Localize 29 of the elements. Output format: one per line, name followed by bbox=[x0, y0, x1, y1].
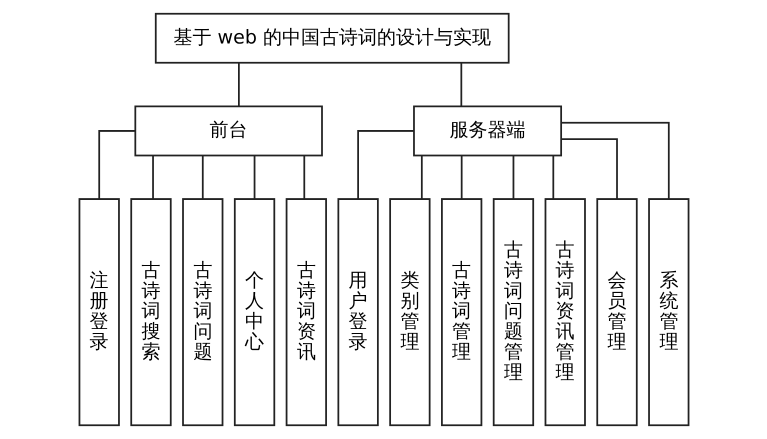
node-box: 古诗词管理 bbox=[440, 198, 482, 426]
connector bbox=[253, 156, 255, 199]
node-box: 系统管理 bbox=[648, 198, 689, 426]
node-box: 注册登录 bbox=[78, 198, 120, 426]
connector bbox=[238, 63, 240, 106]
connector bbox=[302, 156, 305, 199]
connector bbox=[98, 130, 135, 199]
node-box: 类别管理 bbox=[388, 198, 430, 426]
connector bbox=[560, 138, 618, 199]
connector bbox=[460, 156, 462, 199]
node-box: 前台 bbox=[134, 106, 322, 156]
node-box: 会员管理 bbox=[596, 198, 638, 426]
node-box: 用户登录 bbox=[336, 198, 378, 426]
node-box: 古诗词搜索 bbox=[130, 198, 172, 426]
connector bbox=[552, 156, 554, 199]
connector bbox=[560, 122, 670, 199]
node-box: 古诗词资讯管理 bbox=[544, 198, 586, 426]
connector bbox=[460, 63, 462, 106]
node-box: 服务器端 bbox=[412, 106, 562, 156]
connector bbox=[420, 156, 422, 199]
node-box: 基于 web 的中国古诗词的设计与实现 bbox=[154, 12, 510, 64]
node-box: 古诗词问题 bbox=[182, 198, 223, 426]
connector bbox=[512, 156, 514, 199]
node-box: 古诗词资讯 bbox=[285, 198, 326, 426]
node-box: 古诗词问题管理 bbox=[492, 198, 534, 426]
connector bbox=[152, 156, 154, 199]
node-box: 个人中心 bbox=[233, 198, 275, 426]
connector bbox=[201, 156, 204, 199]
connector bbox=[356, 130, 414, 199]
